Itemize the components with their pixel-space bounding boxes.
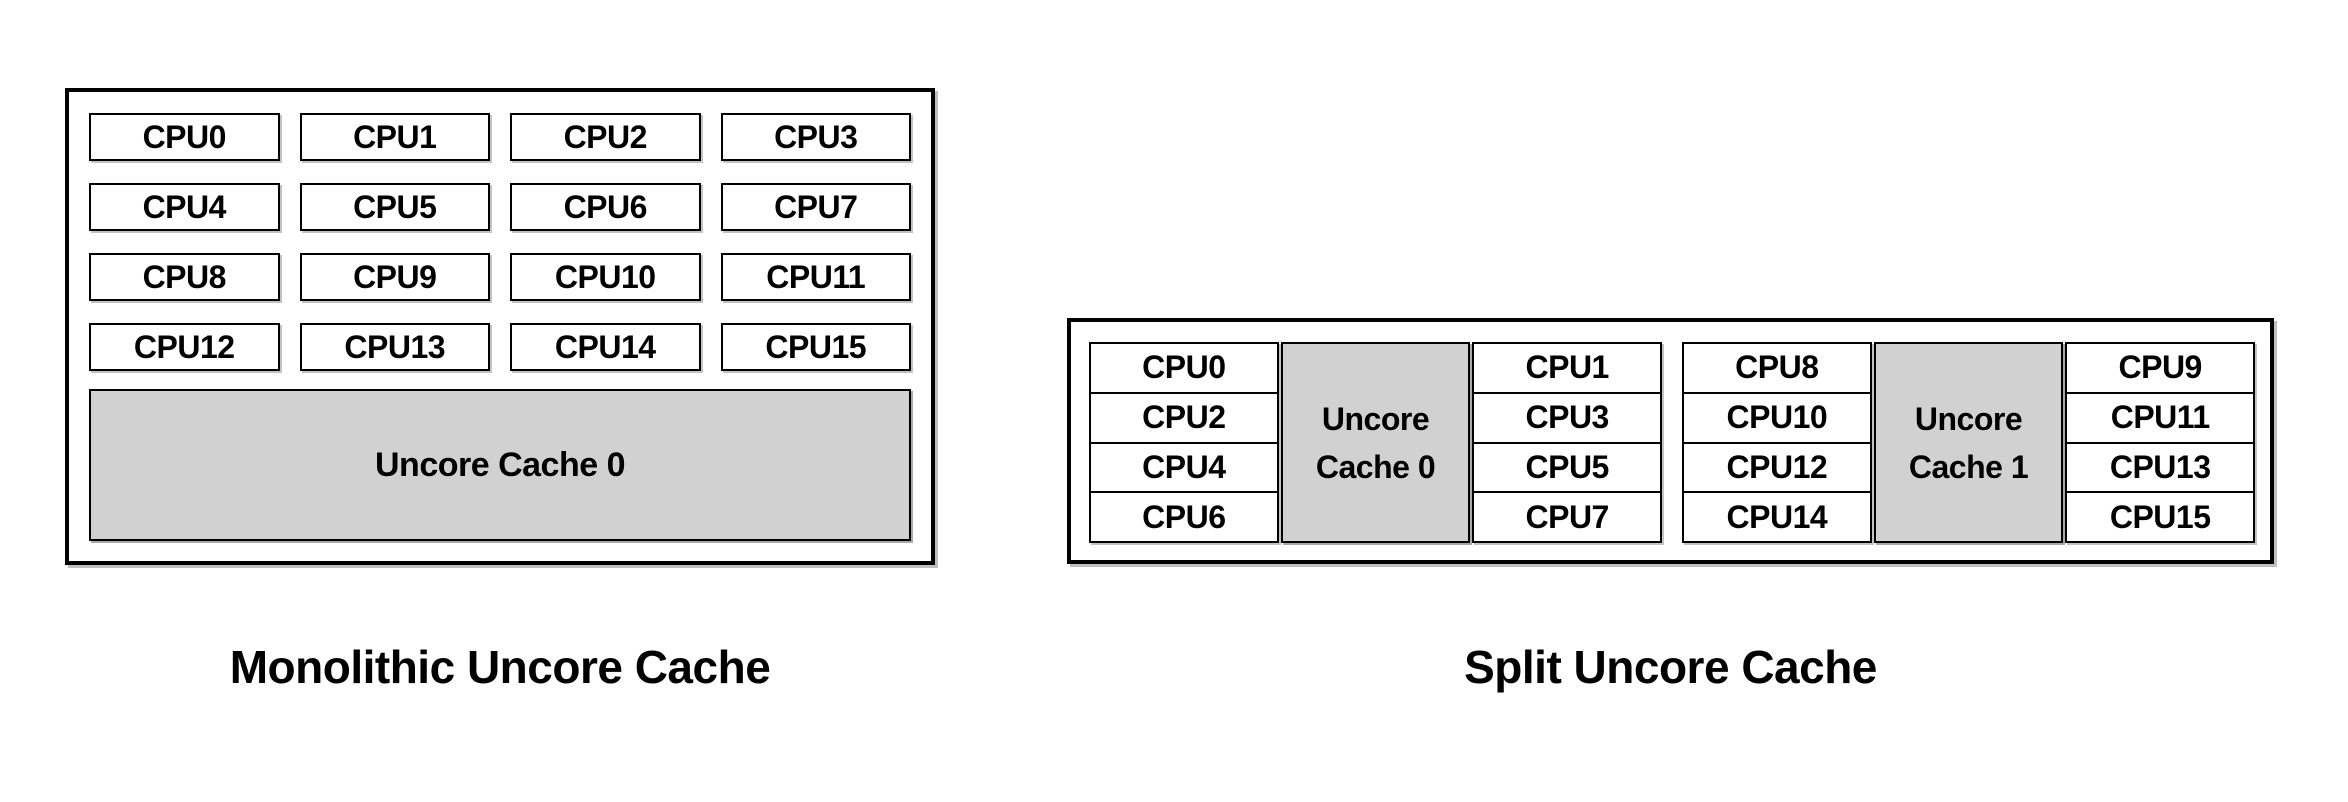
cpu-box: CPU1 — [1474, 344, 1660, 394]
cpu-box: CPU2 — [1091, 394, 1277, 444]
cpu-column-odd: CPU1 CPU3 CPU5 CPU7 — [1472, 342, 1662, 543]
split-cluster-0: CPU0 CPU2 CPU4 CPU6 Uncore Cache 0 CPU1 … — [1089, 342, 1662, 543]
cpu-box: CPU3 — [1474, 394, 1660, 444]
cpu-column-even: CPU0 CPU2 CPU4 CPU6 — [1089, 342, 1279, 543]
cpu-box: CPU12 — [1684, 444, 1870, 494]
cpu-box: CPU12 — [89, 323, 280, 371]
split-caption: Split Uncore Cache — [1464, 641, 1877, 693]
cpu-box: CPU7 — [720, 183, 911, 231]
monolithic-cpu-grid: CPU0 CPU1 CPU2 CPU3 CPU4 CPU5 CPU6 CPU7 … — [89, 113, 911, 371]
cpu-box: CPU2 — [510, 113, 701, 161]
cpu-box: CPU14 — [1726, 498, 1828, 535]
cpu-box: CPU15 — [2109, 498, 2211, 535]
cpu-box: CPU4 — [89, 183, 280, 231]
cpu-box: CPU10 — [510, 253, 701, 301]
cpu-box: CPU15 — [720, 323, 911, 371]
cpu-column-odd: CPU9 CPU11 CPU13 CPU15 — [2065, 342, 2255, 543]
uncore-cache-0-box: Uncore Cache 0 — [89, 389, 911, 541]
cpu-box: CPU1 — [299, 113, 490, 161]
cpu-box: CPU7 — [1525, 498, 1609, 535]
cpu-box: CPU13 — [2067, 444, 2253, 494]
cpu-column-even: CPU8 CPU10 CPU12 CPU14 — [1682, 342, 1872, 543]
cpu-box: CPU11 — [720, 253, 911, 301]
cpu-box: CPU9 — [299, 253, 490, 301]
cpu-box: CPU5 — [299, 183, 490, 231]
uncore-cache-0-box: Uncore Cache 0 — [1280, 342, 1471, 543]
split-diagram: CPU0 CPU2 CPU4 CPU6 Uncore Cache 0 CPU1 … — [1067, 318, 2274, 564]
cpu-box: CPU0 — [89, 113, 280, 161]
cpu-box: CPU11 — [2067, 394, 2253, 444]
cpu-box: CPU3 — [720, 113, 911, 161]
monolithic-diagram: CPU0 CPU1 CPU2 CPU3 CPU4 CPU5 CPU6 CPU7 … — [65, 88, 935, 565]
cpu-box: CPU6 — [510, 183, 701, 231]
cpu-box: CPU6 — [1142, 498, 1226, 535]
split-cluster-1: CPU8 CPU10 CPU12 CPU14 Uncore Cache 1 CP… — [1682, 342, 2255, 543]
cpu-box: CPU13 — [299, 323, 490, 371]
monolithic-caption: Monolithic Uncore Cache — [229, 641, 771, 693]
cpu-box: CPU10 — [1684, 394, 1870, 444]
cpu-box: CPU8 — [89, 253, 280, 301]
cpu-box: CPU8 — [1684, 344, 1870, 394]
uncore-cache-1-box: Uncore Cache 1 — [1873, 342, 2064, 543]
cpu-box: CPU0 — [1091, 344, 1277, 394]
cpu-box: CPU14 — [510, 323, 701, 371]
cpu-box: CPU9 — [2067, 344, 2253, 394]
cpu-box: CPU5 — [1474, 444, 1660, 494]
cpu-box: CPU4 — [1091, 444, 1277, 494]
